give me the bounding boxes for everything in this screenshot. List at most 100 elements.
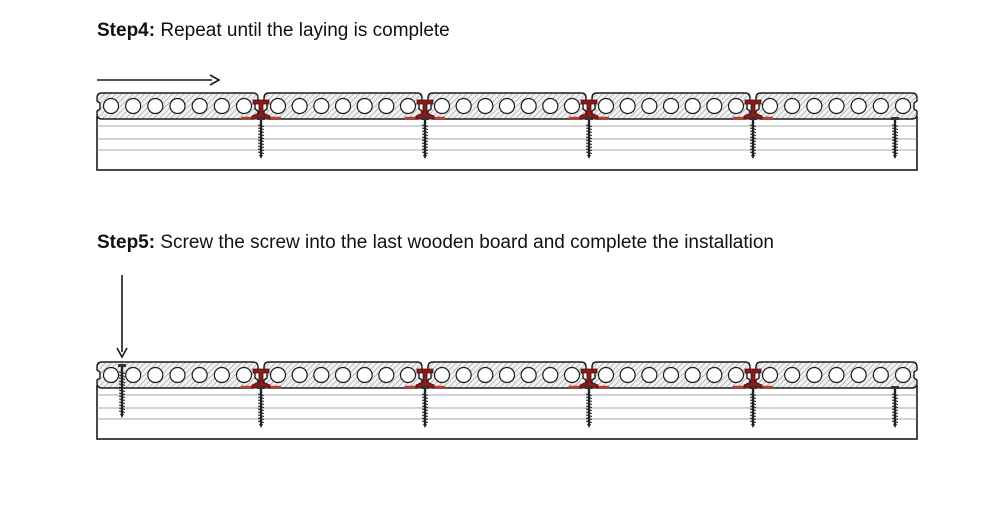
screw-thread — [118, 389, 126, 392]
screw-thread — [585, 396, 593, 399]
screw — [585, 117, 593, 159]
screw-thread — [585, 148, 593, 151]
screw-tip — [259, 155, 263, 159]
screw-thread — [257, 399, 265, 402]
board-hole — [563, 366, 581, 384]
screw-thread — [749, 130, 757, 133]
screw-thread — [421, 124, 429, 127]
board-hole — [498, 97, 516, 115]
screw-thread — [257, 420, 265, 423]
board-hole — [191, 97, 208, 115]
screw-thread — [421, 133, 429, 136]
screw-thread — [891, 396, 899, 399]
board-hole — [784, 97, 801, 115]
screw-thread — [749, 408, 757, 411]
screw-thread — [421, 130, 429, 133]
board-hole — [269, 97, 287, 115]
board-hole — [313, 97, 330, 115]
screw-tip — [423, 424, 427, 428]
screw-thread — [749, 151, 757, 154]
step5-title: Step5: Screw the screw into the last woo… — [97, 232, 774, 254]
screw — [891, 117, 899, 159]
screw-thread — [257, 417, 265, 420]
screw-thread — [421, 399, 429, 402]
board-hole — [619, 366, 636, 384]
board-hole — [806, 366, 823, 384]
screw-thread — [257, 393, 265, 396]
screw-thread — [421, 139, 429, 142]
board-hole — [147, 366, 164, 384]
screw-thread — [421, 142, 429, 145]
board-hole — [102, 97, 120, 115]
board-hole — [684, 366, 701, 384]
screw-thread — [118, 377, 126, 380]
screw-thread — [118, 383, 126, 386]
screw-thread — [585, 124, 593, 127]
board-hole — [235, 97, 253, 115]
board-hole — [356, 97, 373, 115]
board-hole — [706, 97, 723, 115]
board-hole — [641, 97, 658, 115]
screw-thread — [891, 124, 899, 127]
screw-thread — [749, 142, 757, 145]
screw-head — [891, 117, 899, 120]
board-hole — [477, 366, 494, 384]
board-hole — [235, 366, 253, 384]
screw-thread — [421, 408, 429, 411]
screw-thread — [257, 130, 265, 133]
screw-thread — [749, 139, 757, 142]
board-hole — [378, 97, 395, 115]
board-hole — [784, 366, 801, 384]
screw-thread — [585, 405, 593, 408]
board-hole — [477, 97, 494, 115]
screw-thread — [118, 395, 126, 398]
screw-thread — [257, 142, 265, 145]
direction-arrow-head — [116, 347, 128, 359]
board-hole — [520, 366, 537, 384]
screw-thread — [585, 142, 593, 145]
fixing-clip — [415, 99, 435, 120]
board-hole — [520, 97, 537, 115]
screw-tip — [423, 155, 427, 159]
screw-thread — [891, 133, 899, 136]
screw-thread — [749, 136, 757, 139]
screw-thread — [585, 402, 593, 405]
screw-head — [585, 386, 593, 389]
board-hole — [291, 97, 308, 115]
screw — [585, 386, 593, 428]
screw-thread — [749, 402, 757, 405]
screw-thread — [749, 417, 757, 420]
screw-thread — [257, 139, 265, 142]
board-hole — [169, 366, 186, 384]
screw — [891, 386, 899, 428]
step4-title: Step4: Repeat until the laying is comple… — [97, 20, 450, 42]
board-hole — [761, 366, 779, 384]
board-hole — [872, 366, 889, 384]
fixing-clip — [251, 368, 271, 389]
screw-thread — [421, 145, 429, 148]
screw-head — [421, 386, 429, 389]
screw-thread — [257, 151, 265, 154]
screw-thread — [891, 139, 899, 142]
board-hole — [356, 366, 373, 384]
screw-thread — [585, 127, 593, 130]
board-hole — [269, 366, 287, 384]
screw-thread — [749, 411, 757, 414]
board-hole — [433, 97, 451, 115]
screw-thread — [257, 408, 265, 411]
step5-diagram — [96, 275, 918, 440]
screw-thread — [891, 420, 899, 423]
screw-thread — [257, 396, 265, 399]
screw — [257, 117, 265, 159]
board-hole — [125, 97, 142, 115]
screw-thread — [257, 405, 265, 408]
screw-thread — [421, 148, 429, 151]
screw-tip — [751, 424, 755, 428]
board-hole — [894, 366, 912, 384]
screw-thread — [118, 401, 126, 404]
board-hole — [291, 366, 308, 384]
screw-thread — [749, 399, 757, 402]
screw-thread — [891, 411, 899, 414]
screw-tip — [587, 424, 591, 428]
screw-thread — [585, 393, 593, 396]
